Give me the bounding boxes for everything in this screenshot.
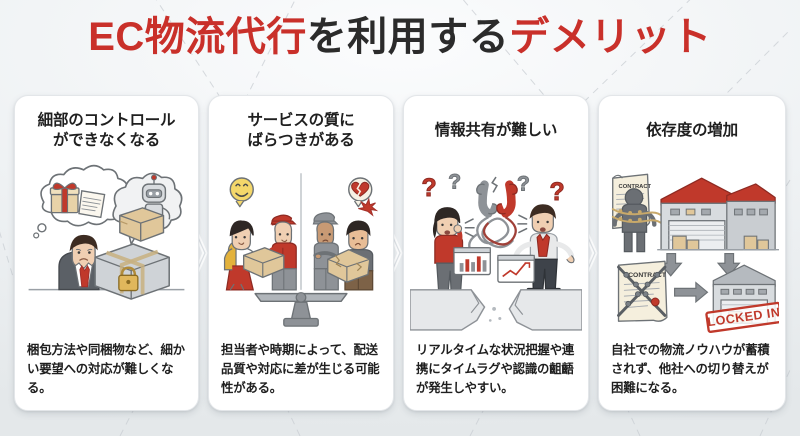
gift-box-icon [49, 182, 80, 214]
demerit-card-2-illustration [215, 160, 387, 337]
chained-contract-icon: CONTRACT [617, 260, 668, 322]
demerit-card-4-title-line1: 依存度の増加 [646, 121, 738, 139]
svg-text:?: ? [421, 175, 436, 202]
demerit-card-4: 依存度の増加 CONTRACT [598, 95, 786, 411]
grumpy-worker-icon [312, 212, 339, 291]
demerit-card-2: サービスの質に ばらつきがある [208, 95, 394, 411]
demerit-card-2-title: サービスの質に ばらつきがある [209, 96, 393, 160]
demerit-card-1-illustration [21, 160, 192, 337]
anger-mark-icon [358, 197, 379, 217]
right-arrow-icon [674, 281, 709, 304]
demerit-card-3: 情報共有が難しい ? ? ? ? [403, 95, 589, 411]
smiley-face-icon [229, 177, 254, 208]
padlock-icon [118, 266, 139, 292]
page-title-segment-2: を利用する [306, 15, 510, 59]
page-title-segment-3: デメリット [509, 15, 712, 59]
contract-label-top: CONTRACT [619, 184, 652, 190]
balance-scale-icon [254, 292, 348, 327]
demerit-card-4-title: 依存度の増加 [599, 96, 785, 160]
demerit-card-2-title-line1: サービスの質に [247, 111, 355, 129]
cardboard-box-icon [119, 207, 165, 242]
demerit-card-1-title: 細部のコントロール ができなくなる [15, 96, 198, 160]
demerit-card-3-title-line1: 情報共有が難しい [434, 121, 558, 139]
question-mark-icons: ? ? ? ? [421, 170, 565, 206]
line-chart-window-icon [497, 254, 535, 283]
tangled-telephone-icon [468, 176, 518, 253]
svg-text:?: ? [517, 172, 530, 195]
worried-businessman-icon [58, 234, 100, 291]
chained-person-icon [611, 188, 664, 253]
svg-text:?: ? [550, 179, 565, 206]
demerit-card-3-illustration: ? ? ? ? [410, 160, 582, 337]
person-right-shrugging-icon [512, 204, 575, 292]
demerit-card-2-title-line2: ばらつきがある [247, 132, 355, 149]
letter-document-icon [78, 190, 106, 219]
locked-box-icon [94, 243, 170, 300]
demerit-card-4-illustration: CONTRACT [605, 160, 779, 337]
svg-text:?: ? [448, 171, 461, 194]
demerit-card-1-title-line1: 細部のコントロール [37, 111, 176, 129]
good-package-icon [242, 247, 285, 279]
demerit-card-3-title: 情報共有が難しい [404, 96, 588, 160]
page-title: EC物流代行を利用するデメリット [0, 14, 800, 60]
demerit-card-1-title-line2: ができなくなる [52, 132, 161, 149]
page-title-segment-1: EC物流代行 [88, 15, 307, 59]
demerit-card-1-body: 梱包方法や同梱物など、細かい要望への対応が難しくなる。 [27, 343, 185, 396]
demerit-card-2-body: 担当者や時期によって、配送品質や対応に差が生じる可能性がある。 [221, 343, 380, 396]
contract-label-bottom: CONTRACT [628, 272, 667, 279]
demerit-card-3-body: リアルタイムな状況把握や連携にタイムラグや認識の齟齬が発生しやすい。 [416, 343, 575, 396]
happy-customer-woman-icon [223, 220, 259, 291]
chasm-ground-icon [410, 289, 582, 331]
warehouse-red-roof-icon [657, 177, 779, 251]
demerit-card-1: 細部のコントロール ができなくなる [14, 95, 199, 411]
demerit-card-4-body: 自社での物流ノウハウが蓄積されず、他社への切り替えが困難になる。 [611, 343, 770, 396]
bar-chart-window-icon [453, 247, 491, 276]
damaged-package-icon [327, 249, 371, 283]
down-arrow-icons [658, 252, 741, 277]
